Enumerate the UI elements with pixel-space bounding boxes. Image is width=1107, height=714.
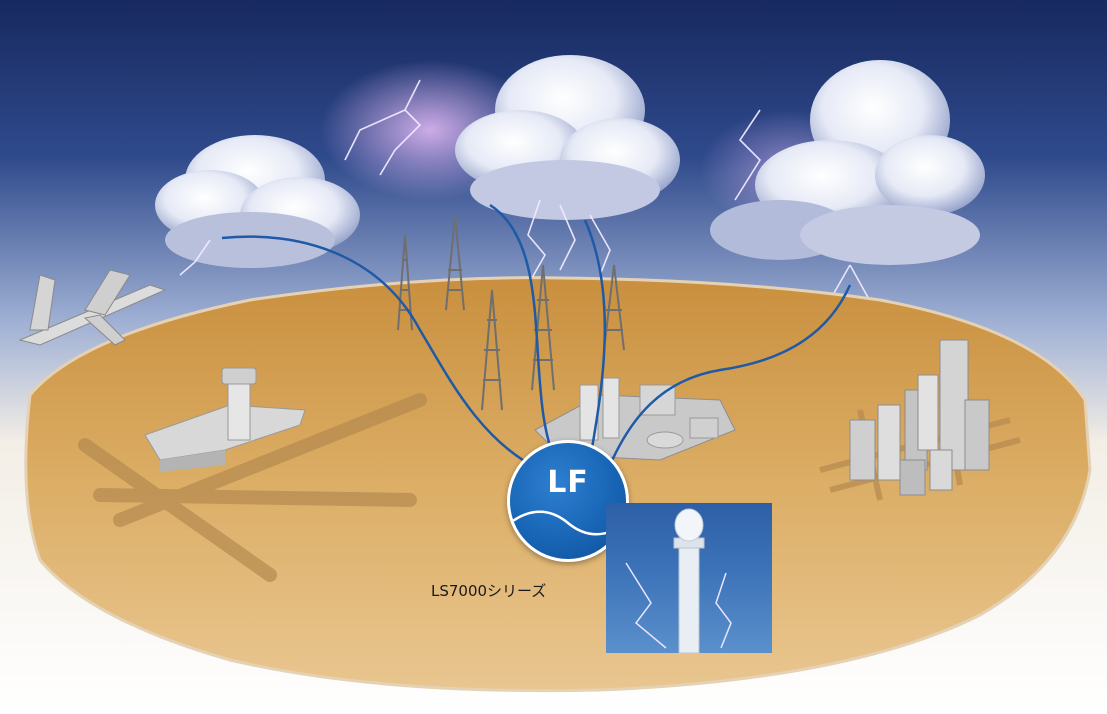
- product-photo: [606, 503, 772, 653]
- sensor-antenna-icon: [625, 508, 732, 653]
- airport-runways: [78, 393, 427, 582]
- product-label: LS7000シリーズ: [431, 582, 547, 600]
- cloud-icon: [710, 60, 985, 265]
- cloud-icon: [155, 135, 360, 268]
- signal-lines: [221, 203, 852, 472]
- lf-badge-text: LF: [547, 465, 589, 500]
- power-tower-icon: [397, 214, 625, 411]
- control-tower-icon: [144, 367, 306, 472]
- city-buildings-icon: [849, 339, 990, 496]
- airplane-icon: [18, 269, 167, 346]
- cloud-icon: [455, 55, 680, 220]
